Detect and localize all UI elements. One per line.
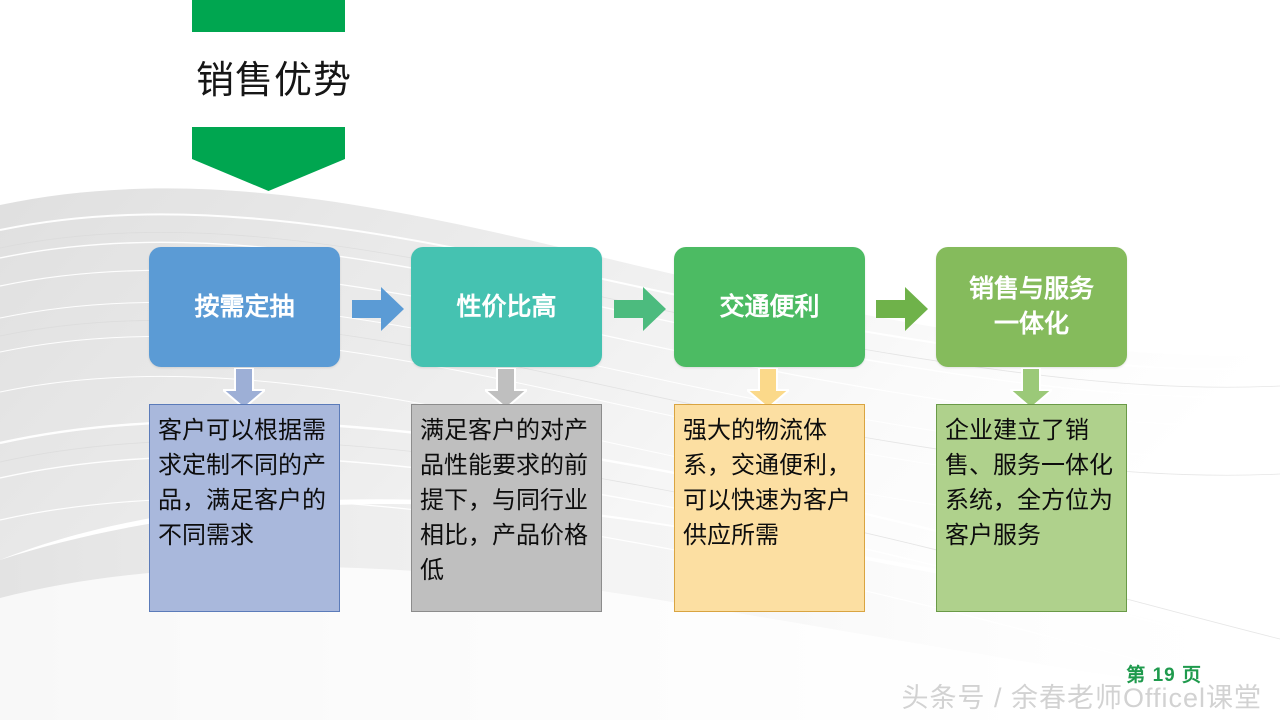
- step-heading-label: 交通便利: [719, 292, 820, 321]
- watermark-text: 头条号 / 余春老师Officel课堂: [901, 683, 1262, 713]
- process-step-3-description: 强大的物流体系，交通便利，可以快速为客户供应所需: [674, 404, 865, 612]
- process-step-2-heading[interactable]: 性价比高: [411, 247, 602, 367]
- title-banner-arrow: [192, 127, 345, 191]
- step-heading-label: 销售与服务 一体化: [968, 275, 1094, 338]
- step-heading-label: 性价比高: [456, 292, 557, 321]
- arrow-down-icon-step2: [485, 368, 527, 408]
- page-number: 第 19 页: [1126, 665, 1202, 686]
- process-step-2-description: 满足客户的对产品性能要求的前提下，与同行业相比，产品价格低: [411, 404, 602, 612]
- arrow-right-icon-step3-to-step4: [876, 287, 928, 331]
- page-title: 销售优势: [196, 60, 353, 102]
- process-step-4-description: 企业建立了销售、服务一体化系统，全方位为客户服务: [936, 404, 1127, 612]
- step-heading-label: 按需定抽: [194, 292, 295, 321]
- arrow-down-icon-step1: [223, 368, 265, 408]
- arrow-right-icon-step1-to-step2: [352, 287, 404, 331]
- arrow-down-icon-step3: [747, 368, 789, 408]
- process-step-1-description: 客户可以根据需求定制不同的产品，满足客户的不同需求: [149, 404, 340, 612]
- process-step-1-heading[interactable]: 按需定抽: [149, 247, 340, 367]
- arrow-down-icon-step4: [1010, 368, 1052, 408]
- process-step-3-heading[interactable]: 交通便利: [674, 247, 865, 367]
- process-step-4-heading[interactable]: 销售与服务 一体化: [936, 247, 1127, 367]
- title-banner-top: [192, 0, 345, 32]
- arrow-right-icon-step2-to-step3: [614, 287, 666, 331]
